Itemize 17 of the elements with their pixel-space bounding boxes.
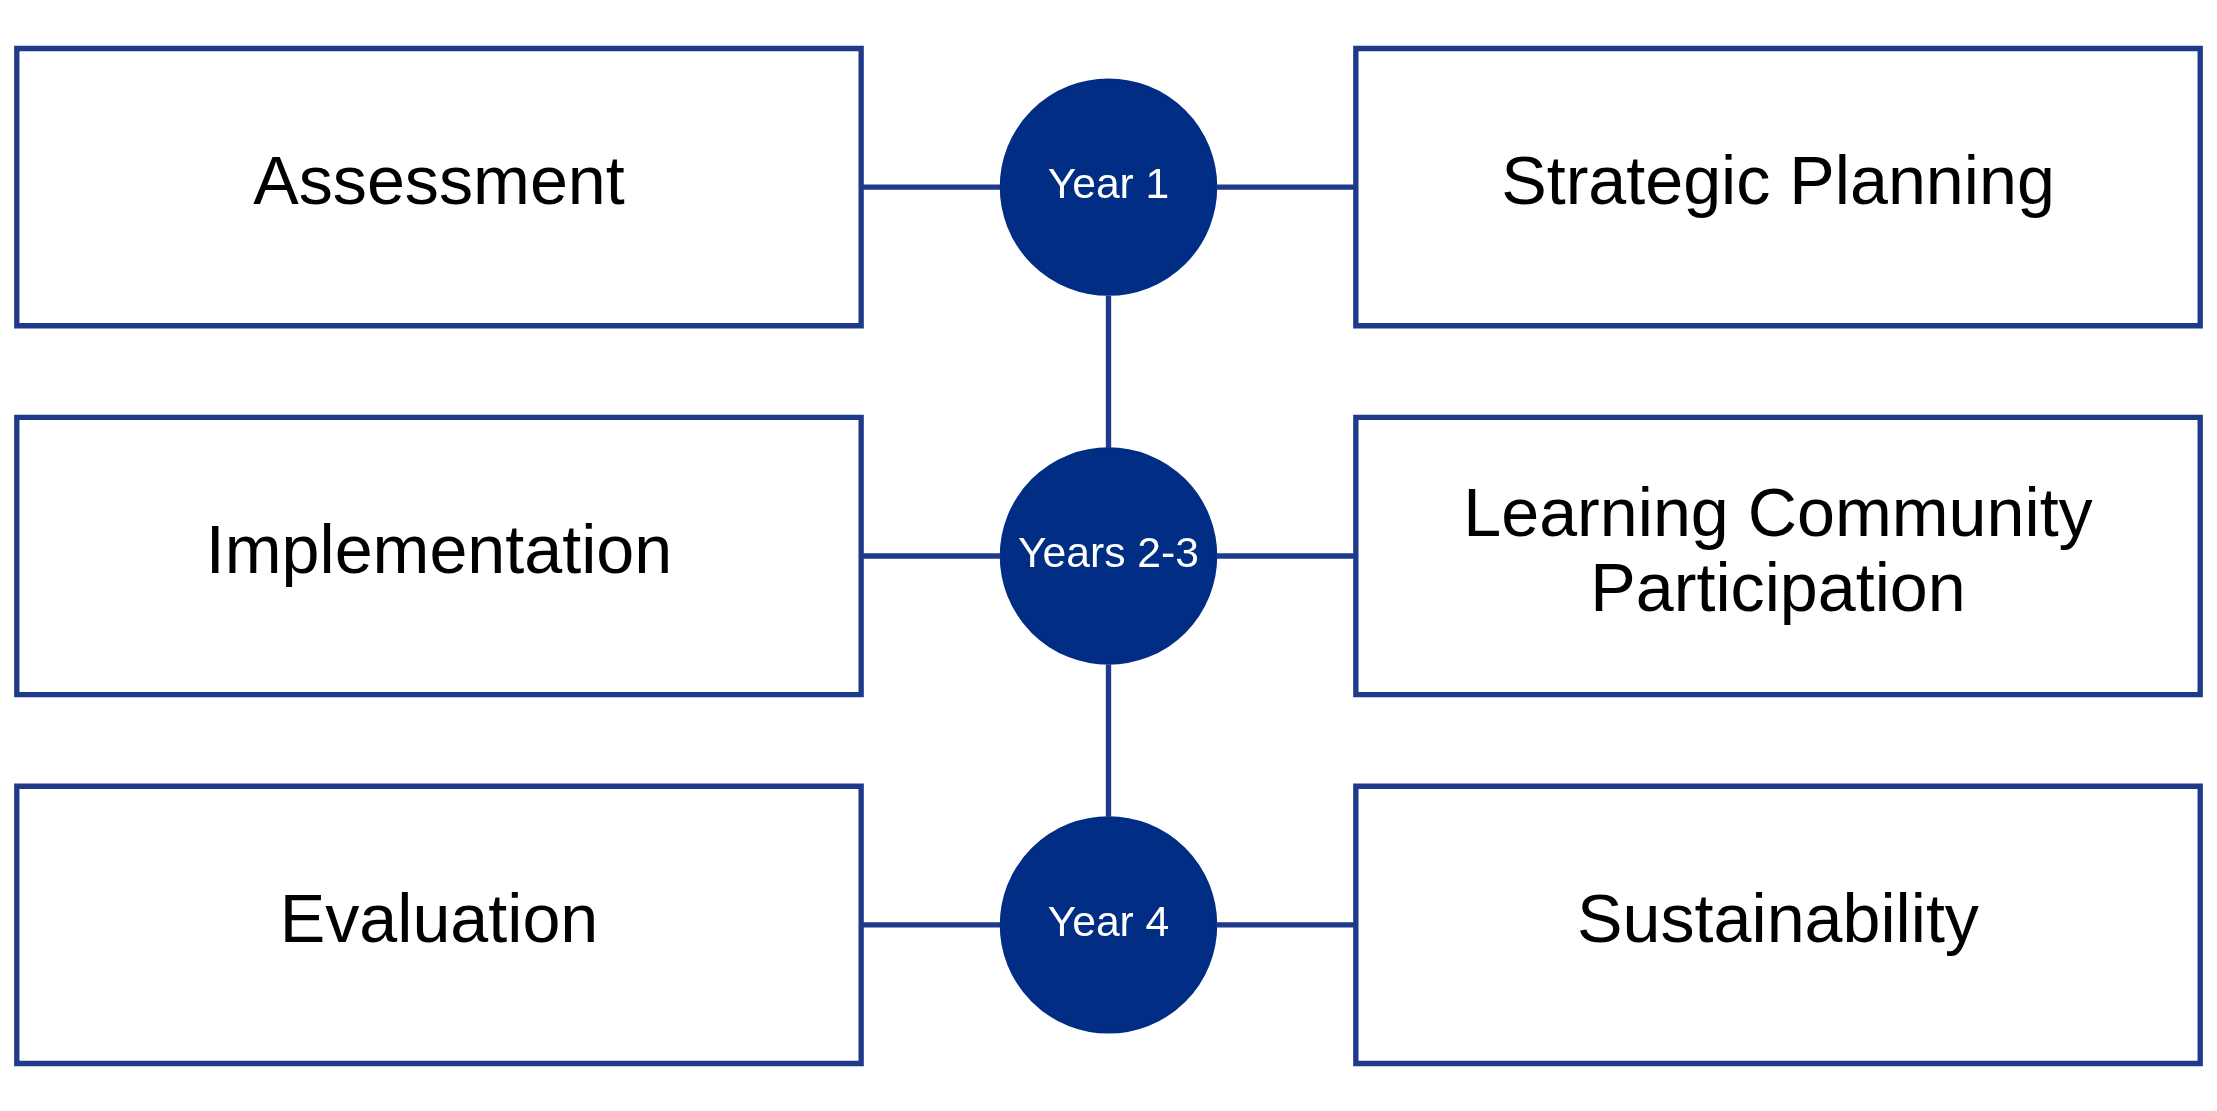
node-box: Strategic Planning bbox=[1353, 45, 2203, 328]
node-circle: Years 2-3 bbox=[999, 446, 1218, 665]
node-circle: Year 4 bbox=[999, 815, 1218, 1034]
node-box: Assessment bbox=[14, 45, 864, 328]
connector bbox=[861, 552, 1001, 559]
node-box: Evaluation bbox=[14, 783, 864, 1066]
node-box: Implementation bbox=[14, 414, 864, 697]
node-box: Sustainability bbox=[1353, 783, 2203, 1066]
connector bbox=[1105, 664, 1112, 817]
connector bbox=[1216, 552, 1356, 559]
node-circle: Year 1 bbox=[999, 77, 1218, 296]
connector bbox=[861, 921, 1001, 928]
node-box: Learning Community Participation bbox=[1353, 414, 2203, 697]
connector bbox=[1216, 921, 1356, 928]
connector bbox=[861, 183, 1001, 190]
connector bbox=[1216, 183, 1356, 190]
connector bbox=[1105, 295, 1112, 448]
